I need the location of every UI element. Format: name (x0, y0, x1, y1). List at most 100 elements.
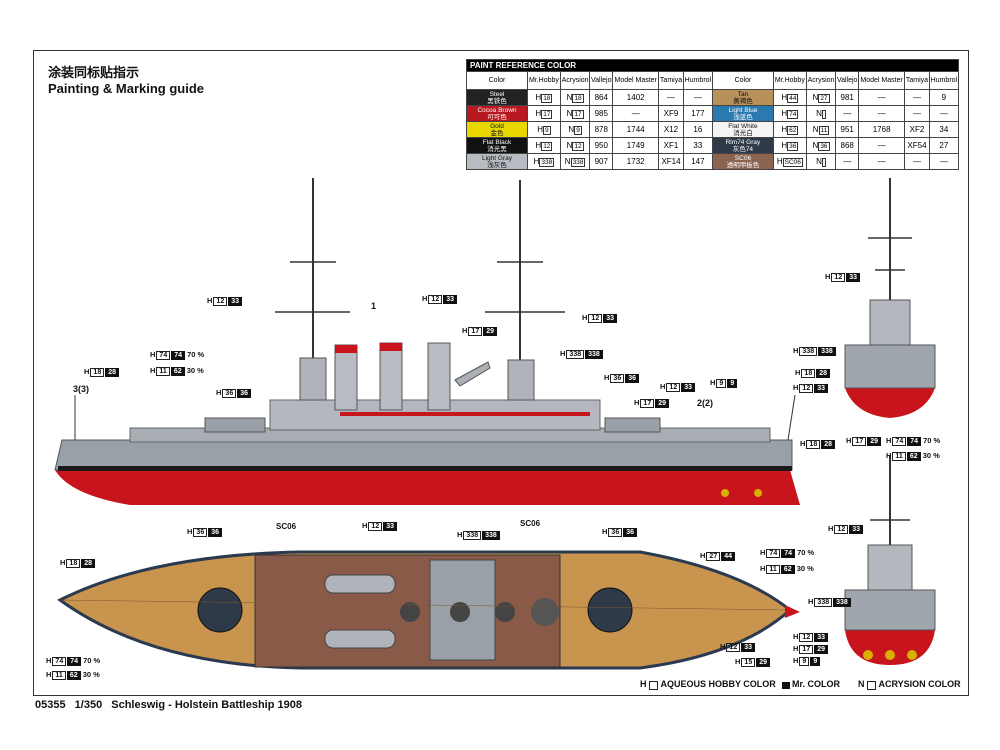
turret-aft-top (587, 587, 633, 633)
paint-cell-humbrol: — (928, 153, 960, 170)
legend-aqueous: H AQUEOUS HOBBY COLOR (640, 679, 776, 690)
main-top (507, 359, 535, 401)
funnel-1 (334, 344, 358, 411)
paint-cell-mm: — (858, 153, 906, 170)
legend-acrysion: N ACRYSION COLOR (858, 679, 961, 690)
paint-reference-table: PAINT REFERENCE COLOR Color Mr.Hobby Acr… (466, 59, 960, 170)
paint-cell-humbrol: 147 (682, 153, 713, 170)
funnel-3 (427, 342, 451, 411)
col-mm-2: Model Master (858, 71, 906, 90)
turret-aft-side (604, 417, 661, 433)
paint-cell-tamiya: XF14 (658, 153, 684, 170)
footer-code: 05355 (35, 699, 66, 711)
callout-19: SC06 (276, 522, 297, 531)
legend-mr: Mr. COLOR (782, 679, 840, 689)
paint-cell-mm: 1744 (612, 121, 660, 138)
side-boot-topping (58, 466, 792, 471)
callout-9: 1 (371, 301, 377, 311)
rear-view (844, 455, 936, 665)
front-view (844, 178, 936, 418)
callout-16: 2(2) (697, 398, 714, 408)
front-hull-red (845, 388, 935, 418)
fore-top (299, 357, 327, 401)
heading-english: Painting & Marking guide (48, 81, 205, 96)
table-header-row: Color Mr.Hobby Acrysion Vallejo Model Ma… (466, 71, 960, 90)
funnel-2 (379, 342, 403, 411)
top-view (57, 550, 800, 670)
drawing-frame (33, 50, 969, 696)
turret-fore-top (197, 587, 243, 633)
side-hull-waterline (55, 470, 800, 505)
rear-hull-gray (844, 589, 936, 631)
turret-fore-side (204, 417, 266, 433)
footer-scale: 1/350 (74, 699, 103, 711)
side-view (54, 178, 800, 505)
footer: 05355 1/350 Schleswig - Holstein Battles… (35, 699, 308, 711)
side-red-band (340, 412, 590, 416)
side-hull-gray (54, 439, 793, 471)
table-caption: PAINT REFERENCE COLOR (466, 59, 959, 72)
callout-6: 3(3) (73, 384, 90, 394)
footer-name: Schleswig - Holstein Battleship 1908 (111, 699, 302, 711)
heading-chinese: 涂装同标贴指示 (48, 66, 140, 81)
crane (454, 361, 491, 387)
paint-cell-vallejo: — (835, 153, 860, 170)
front-hull-gray (844, 344, 936, 389)
callout-22: SC06 (520, 519, 541, 528)
paint-cell-mm: 1732 (612, 153, 660, 170)
